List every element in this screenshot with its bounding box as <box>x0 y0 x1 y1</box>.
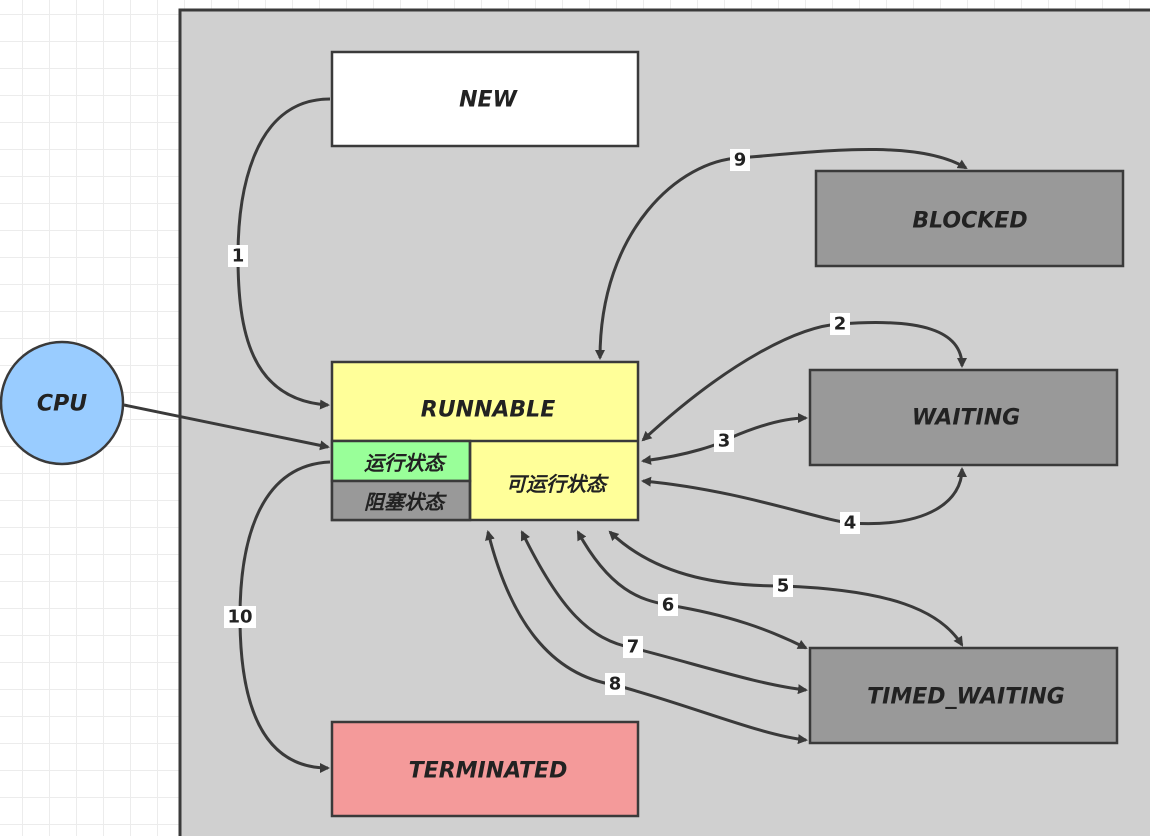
state-blocked: BLOCKED <box>814 169 1125 268</box>
arrow-cpu <box>123 403 330 451</box>
substate-blocked-label: 阻塞状态 <box>364 490 447 514</box>
substate-running-label: 运行状态 <box>364 451 447 475</box>
label-8: 8 <box>609 674 622 695</box>
state-blocked-label: BLOCKED <box>912 209 1027 234</box>
state-timed-waiting: TIMED_WAITING <box>808 646 1119 745</box>
state-new: NEW <box>330 50 640 148</box>
cpu-label: CPU <box>37 392 87 417</box>
state-waiting: WAITING <box>808 368 1119 467</box>
substate-blocked <box>330 479 472 522</box>
state-runnable: RUNNABLE 运行状态 阻塞状态 可运行状态 <box>330 360 640 522</box>
state-runnable-label: RUNNABLE <box>421 398 555 423</box>
label-5: 5 <box>777 576 790 597</box>
label-7: 7 <box>627 637 640 658</box>
state-terminated-label: TERMINATED <box>409 759 568 784</box>
state-terminated: TERMINATED <box>330 720 640 818</box>
transition-labels: 1 2 3 4 5 6 7 8 9 10 <box>224 149 860 695</box>
substate-ready-label: 可运行状态 <box>506 472 609 496</box>
label-6: 6 <box>662 595 675 616</box>
state-waiting-label: WAITING <box>912 406 1020 431</box>
label-9: 9 <box>734 150 747 171</box>
label-3: 3 <box>718 431 731 452</box>
state-new-label: NEW <box>459 88 518 113</box>
label-1: 1 <box>232 246 245 267</box>
label-4: 4 <box>844 513 857 534</box>
state-timed-waiting-label: TIMED_WAITING <box>867 685 1065 710</box>
label-10: 10 <box>227 607 252 628</box>
label-2: 2 <box>834 314 847 335</box>
cpu-node: CPU <box>0 340 125 466</box>
